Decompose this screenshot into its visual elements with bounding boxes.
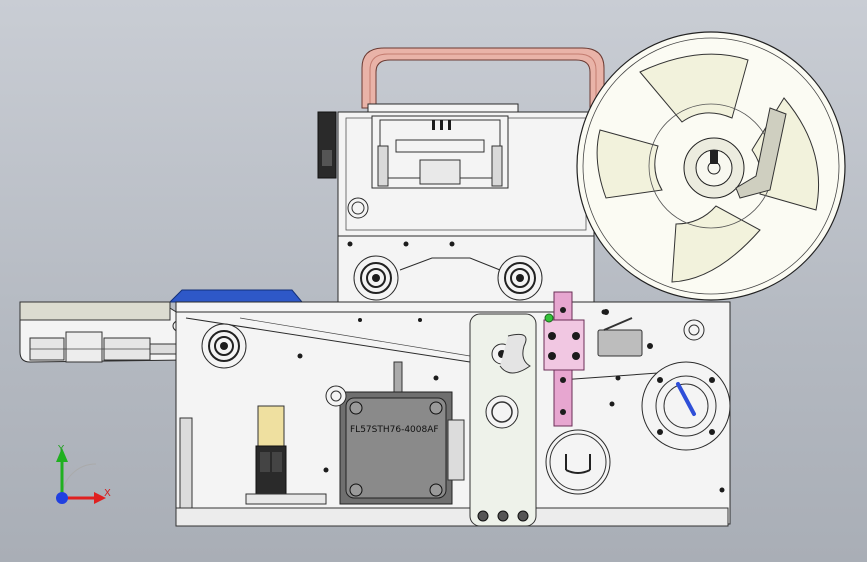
carry-handle bbox=[361, 47, 605, 115]
motor-model-label: FL57STH76-4008AF bbox=[350, 425, 439, 435]
vent-slots bbox=[432, 120, 451, 130]
roller-upper-left bbox=[353, 255, 399, 301]
optical-sensor bbox=[245, 405, 327, 505]
peel-plate bbox=[469, 313, 537, 527]
y-axis-label: Y bbox=[57, 444, 65, 455]
stepper-motor: FL57STH76-4008AF bbox=[325, 361, 453, 505]
sensor-bracket bbox=[543, 291, 585, 427]
micro-switch bbox=[597, 309, 653, 357]
plate-bolts bbox=[477, 510, 529, 522]
encoder-dial bbox=[641, 361, 731, 451]
feeder-arm bbox=[19, 301, 187, 363]
round-knob bbox=[545, 429, 611, 495]
roller-upper-right bbox=[497, 255, 543, 301]
blue-cover bbox=[168, 289, 304, 303]
tape-reel bbox=[576, 31, 846, 301]
x-axis-label: X bbox=[104, 488, 111, 499]
pivot-disc-top bbox=[683, 319, 705, 341]
roller-lower-left bbox=[201, 323, 247, 369]
axis-triad: Y X bbox=[56, 444, 111, 504]
